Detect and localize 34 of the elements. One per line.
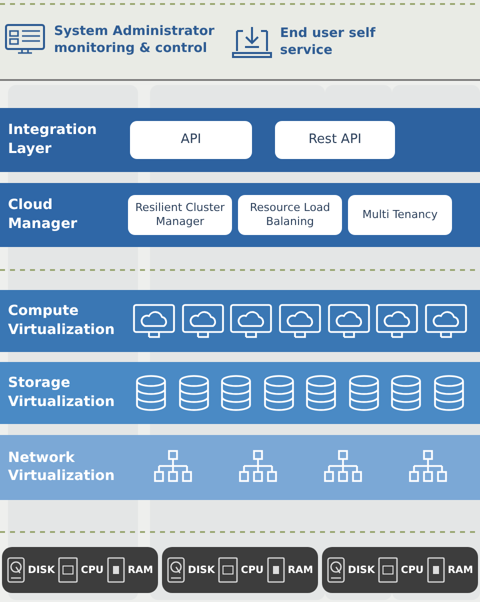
layer-band <box>0 183 480 247</box>
resource-label: DISK <box>348 564 375 576</box>
server-panel <box>2 547 158 593</box>
component-label: Resource Load Balaning <box>248 201 332 229</box>
component-label: API <box>180 132 202 148</box>
component-card <box>238 195 342 235</box>
layer-title: Network Virtualization <box>8 448 116 486</box>
resource-label: RAM <box>288 564 314 576</box>
resource-label: CPU <box>400 564 424 576</box>
resource-label: RAM <box>448 564 474 576</box>
layer-band <box>0 362 480 424</box>
layer-title: Integration Layer <box>8 121 98 159</box>
component-card <box>275 121 395 159</box>
server-panel <box>162 547 318 593</box>
layer-title: Storage Virtualization <box>8 374 116 412</box>
layer-title: Compute Virtualization <box>8 302 116 340</box>
component-label: Rest API <box>308 132 362 148</box>
resource-label: CPU <box>240 564 264 576</box>
heading-text: End user self service <box>280 26 376 60</box>
resource-label: RAM <box>128 564 154 576</box>
resource-label: CPU <box>80 564 104 576</box>
layer-band <box>0 290 480 352</box>
component-label: Resilient Cluster Manager <box>134 201 226 229</box>
layer-band <box>0 108 480 172</box>
server-panel <box>322 547 478 593</box>
layer-title: Cloud Manager <box>8 196 78 234</box>
component-card <box>348 195 452 235</box>
layer-band <box>0 435 480 500</box>
component-card <box>130 121 252 159</box>
heading-text: System Administrator monitoring & control <box>54 24 216 58</box>
component-card <box>128 195 232 235</box>
component-label: Multi Tenancy <box>362 208 438 222</box>
resource-label: DISK <box>28 564 55 576</box>
resource-label: DISK <box>188 564 215 576</box>
